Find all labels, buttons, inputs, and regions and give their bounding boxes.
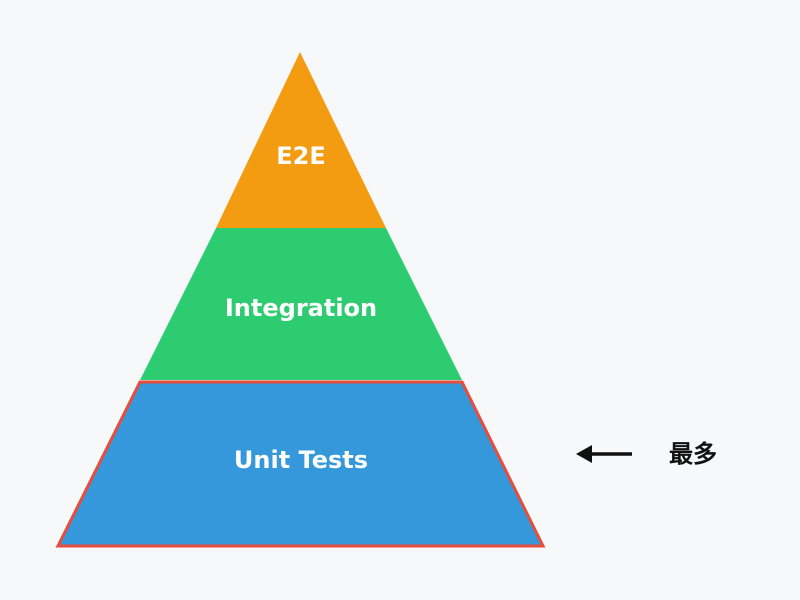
highlight-outline xyxy=(55,380,546,548)
pyramid-layer-integration xyxy=(140,228,462,380)
arrow-left-icon xyxy=(576,445,632,463)
pyramid-layer-unit xyxy=(58,382,543,546)
pyramid-layer-e2e xyxy=(216,52,386,228)
pyramid-label-unit: Unit Tests xyxy=(234,446,368,474)
callout-label: 最多 xyxy=(669,440,717,468)
pyramid-label-e2e: E2E xyxy=(276,142,326,170)
pyramid-label-integration: Integration xyxy=(225,294,377,322)
